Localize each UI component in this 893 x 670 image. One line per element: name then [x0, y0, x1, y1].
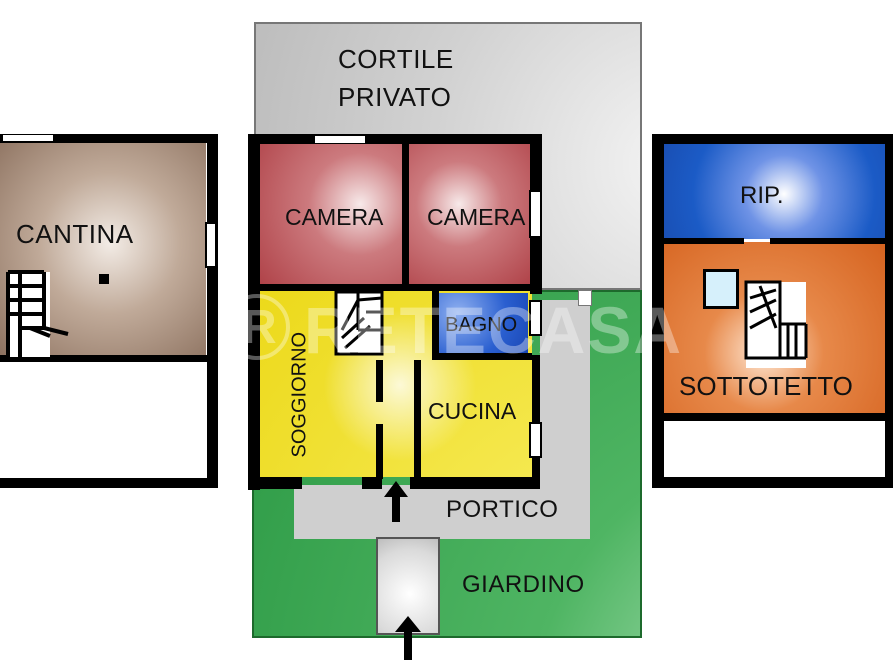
- camera-right-label: CAMERA: [427, 204, 526, 230]
- cortile-label-line1: CORTILE: [338, 44, 454, 74]
- portico-side-strip: [540, 300, 590, 500]
- cantina-staircase-icon: [6, 270, 69, 358]
- attic-lower-space: [664, 421, 885, 477]
- attic-wall-rip: [664, 238, 744, 244]
- giardino-label: GIARDINO: [462, 571, 585, 598]
- cantina-side-window: [205, 222, 217, 268]
- ripostiglio-label: RIP.: [740, 182, 784, 209]
- stair-divider-wall: [376, 360, 383, 402]
- cortile-gate: [578, 290, 592, 306]
- bagno-window: [529, 300, 542, 336]
- watermark-symbol: [224, 294, 290, 360]
- cantina-wall-right: [207, 134, 218, 488]
- bagno-wall-bottom: [432, 353, 532, 360]
- cortile-label-line2: PRIVATO: [338, 82, 452, 112]
- cantina-label: CANTINA: [16, 219, 134, 249]
- bagno-label: BAGNO: [445, 314, 518, 336]
- attic-wall-right: [885, 134, 893, 488]
- camera-left-label: CAMERA: [285, 204, 384, 230]
- cantina-wall-mid: [0, 355, 210, 362]
- attic-staircase-icon: [744, 280, 808, 368]
- cantina-plan: CANTINA: [0, 134, 220, 490]
- camera-divider-wall: [402, 144, 409, 284]
- bagno-room: [438, 293, 528, 353]
- cantina-top-window: [2, 134, 54, 142]
- attic-wall-top: [652, 134, 893, 144]
- camera-bottom-wall: [260, 284, 532, 291]
- attic-wall-left: [652, 134, 664, 488]
- attic-wall-bottom: [652, 477, 893, 488]
- cantina-vent-marker: [99, 274, 109, 284]
- watermark-text: RETECASA: [304, 293, 684, 367]
- portico-label: PORTICO: [446, 496, 559, 523]
- attic-wall-rip-right: [770, 238, 893, 244]
- house-wall-bottom-right: [410, 477, 540, 489]
- stair-divider-wall-lower: [376, 424, 383, 479]
- house-wall-bottom-mid: [362, 477, 382, 489]
- ripostiglio-room: [664, 144, 893, 239]
- cucina-label: CUCINA: [428, 398, 517, 424]
- cantina-wall-top: [0, 134, 218, 143]
- watermark-logo: R RETECASA: [224, 290, 684, 370]
- attic-plan: RIP. SOTTOTETTO: [652, 134, 893, 490]
- camera-right-window: [529, 190, 542, 238]
- watermark-symbol-letter: R: [242, 301, 278, 354]
- camera-left-room: [260, 144, 403, 284]
- attic-wall-mid: [664, 413, 893, 421]
- bagno-wall-left: [432, 291, 439, 359]
- cantina-wall-bottom: [0, 478, 218, 488]
- camera-right-room: [409, 144, 530, 284]
- cucina-window: [529, 422, 542, 458]
- camera-top-window: [314, 135, 366, 144]
- skylight-window: [703, 269, 739, 309]
- house-wall-top: [248, 134, 542, 144]
- cucina-wall-left: [414, 360, 421, 480]
- house-wall-right-lower: [532, 355, 540, 485]
- sottotetto-label: SOTTOTETTO: [679, 371, 853, 401]
- house-wall-bottom-left: [248, 477, 302, 489]
